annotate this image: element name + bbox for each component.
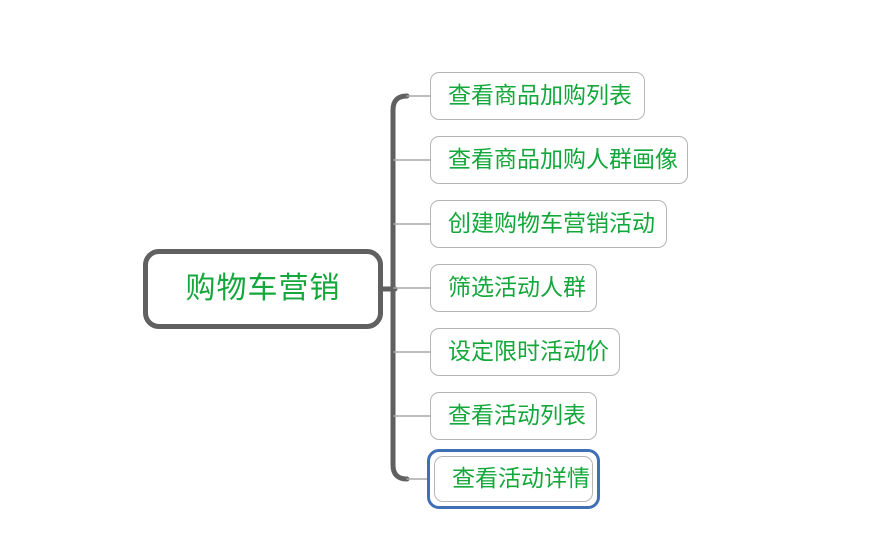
child-node-3[interactable]: 创建购物车营销活动	[430, 200, 667, 248]
child-node-2[interactable]: 查看商品加购人群画像	[430, 136, 688, 184]
child-node-7[interactable]: 查看活动详情	[434, 456, 593, 502]
child-node-label: 查看活动列表	[448, 402, 586, 429]
root-node-label: 购物车营销	[185, 271, 341, 306]
trunk-line	[390, 93, 410, 482]
child-node-1[interactable]: 查看商品加购列表	[430, 72, 645, 120]
child-node-label: 查看活动详情	[452, 465, 590, 492]
child-node-label: 设定限时活动价	[448, 338, 609, 365]
child-node-4[interactable]: 筛选活动人群	[430, 264, 597, 312]
child-node-label: 查看商品加购列表	[448, 82, 632, 109]
child-node-label: 创建购物车营销活动	[448, 210, 655, 237]
root-node[interactable]: 购物车营销	[143, 249, 383, 329]
child-node-label: 查看商品加购人群画像	[448, 146, 678, 173]
child-node-5[interactable]: 设定限时活动价	[430, 328, 620, 376]
child-node-label: 筛选活动人群	[448, 274, 586, 301]
child-node-6[interactable]: 查看活动列表	[430, 392, 597, 440]
